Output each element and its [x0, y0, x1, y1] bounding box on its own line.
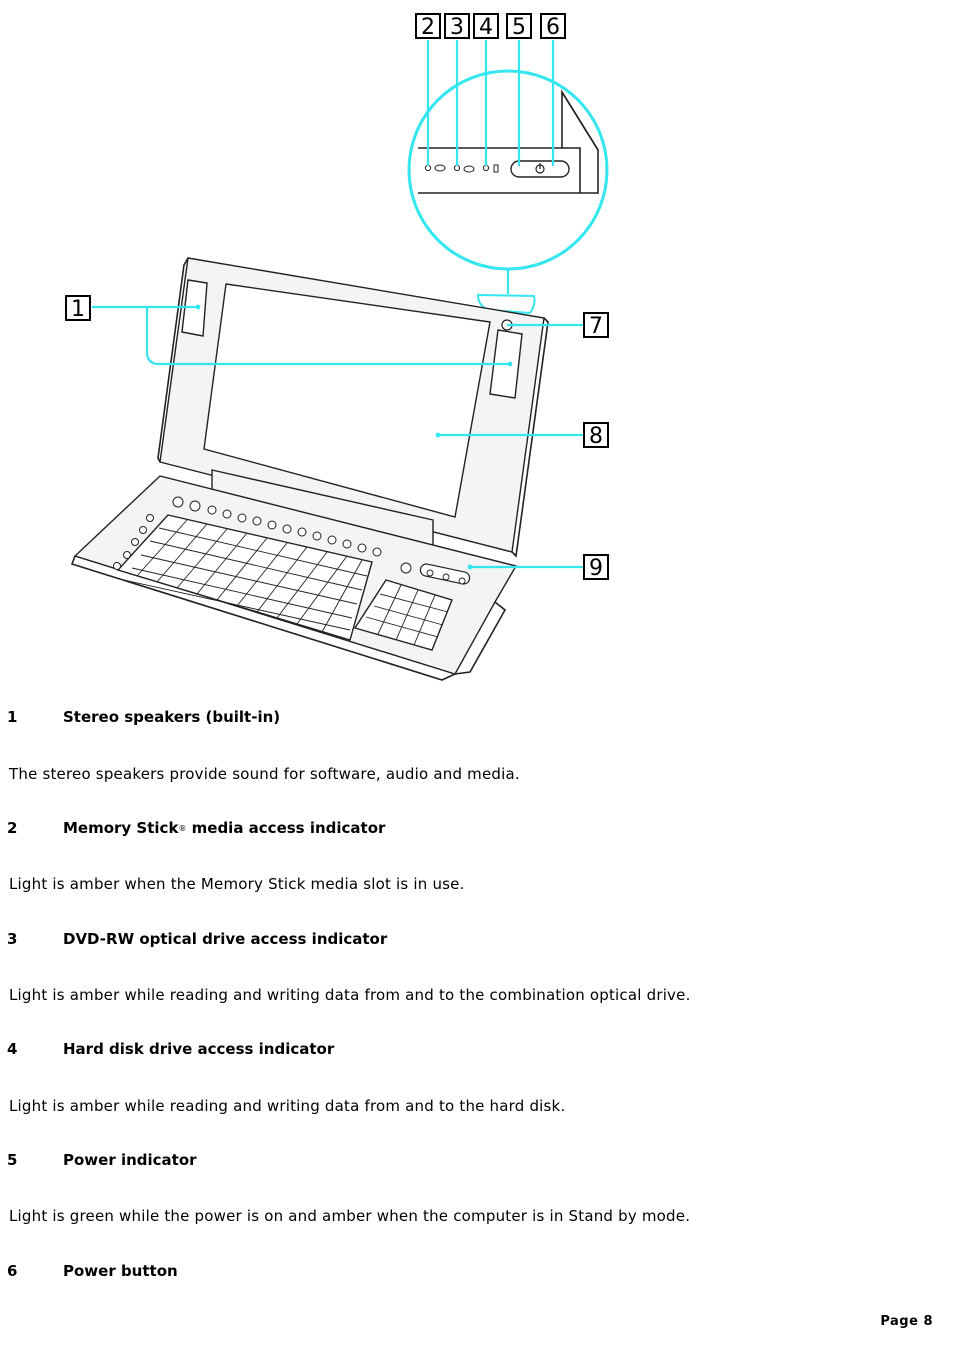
- item-number: 3: [7, 930, 18, 948]
- callout-1: 1: [65, 295, 91, 322]
- item-number: 5: [7, 1151, 18, 1169]
- item-title: Hard disk drive access indicator: [63, 1040, 335, 1058]
- indicator-zoom-detail: [407, 69, 609, 315]
- callout-5: 5: [506, 13, 532, 40]
- callout-leaders: [92, 40, 583, 570]
- registered-mark: ®: [178, 824, 187, 833]
- item-description: Light is amber while reading and writing…: [9, 986, 691, 1004]
- callout-number: 2: [421, 15, 435, 40]
- computer-diagram: 1 2 3 4 5 6 7 8 9: [65, 13, 609, 681]
- callout-6: 6: [540, 13, 566, 40]
- callout-number: 7: [589, 314, 603, 339]
- item-number: 6: [7, 1262, 18, 1280]
- callout-4: 4: [473, 13, 499, 40]
- callout-number: 9: [589, 556, 603, 581]
- callout-7: 7: [583, 312, 609, 339]
- callout-number: 8: [589, 424, 603, 449]
- callout-2: 2: [415, 13, 441, 40]
- callout-9: 9: [583, 554, 609, 581]
- callout-number: 6: [546, 15, 560, 40]
- item-title: Memory Stick® media access indicator: [63, 819, 385, 837]
- keyboard-unit: [70, 475, 518, 681]
- item-number: 4: [7, 1040, 18, 1058]
- item-title: DVD-RW optical drive access indicator: [63, 930, 388, 948]
- item-title-suffix: media access indicator: [186, 819, 386, 837]
- item-title: Stereo speakers (built-in): [63, 708, 281, 726]
- callout-8: 8: [583, 422, 609, 449]
- item-number: 2: [7, 819, 18, 837]
- item-description: Light is green while the power is on and…: [9, 1207, 691, 1225]
- item-title: Power indicator: [63, 1151, 197, 1169]
- item-description: Light is amber when the Memory Stick med…: [9, 875, 465, 893]
- page-number: Page 8: [880, 1314, 933, 1329]
- callout-number: 1: [71, 297, 85, 322]
- item-number: 1: [7, 708, 18, 726]
- display-unit: [157, 257, 549, 558]
- item-title: Power button: [63, 1262, 178, 1280]
- callout-number: 4: [479, 15, 493, 40]
- item-description: The stereo speakers provide sound for so…: [9, 765, 520, 783]
- callout-number: 3: [450, 15, 464, 40]
- item-title-main: Memory Stick: [63, 819, 179, 837]
- item-description: Light is amber while reading and writing…: [9, 1097, 566, 1115]
- callout-number: 5: [512, 15, 526, 40]
- callout-3: 3: [444, 13, 470, 40]
